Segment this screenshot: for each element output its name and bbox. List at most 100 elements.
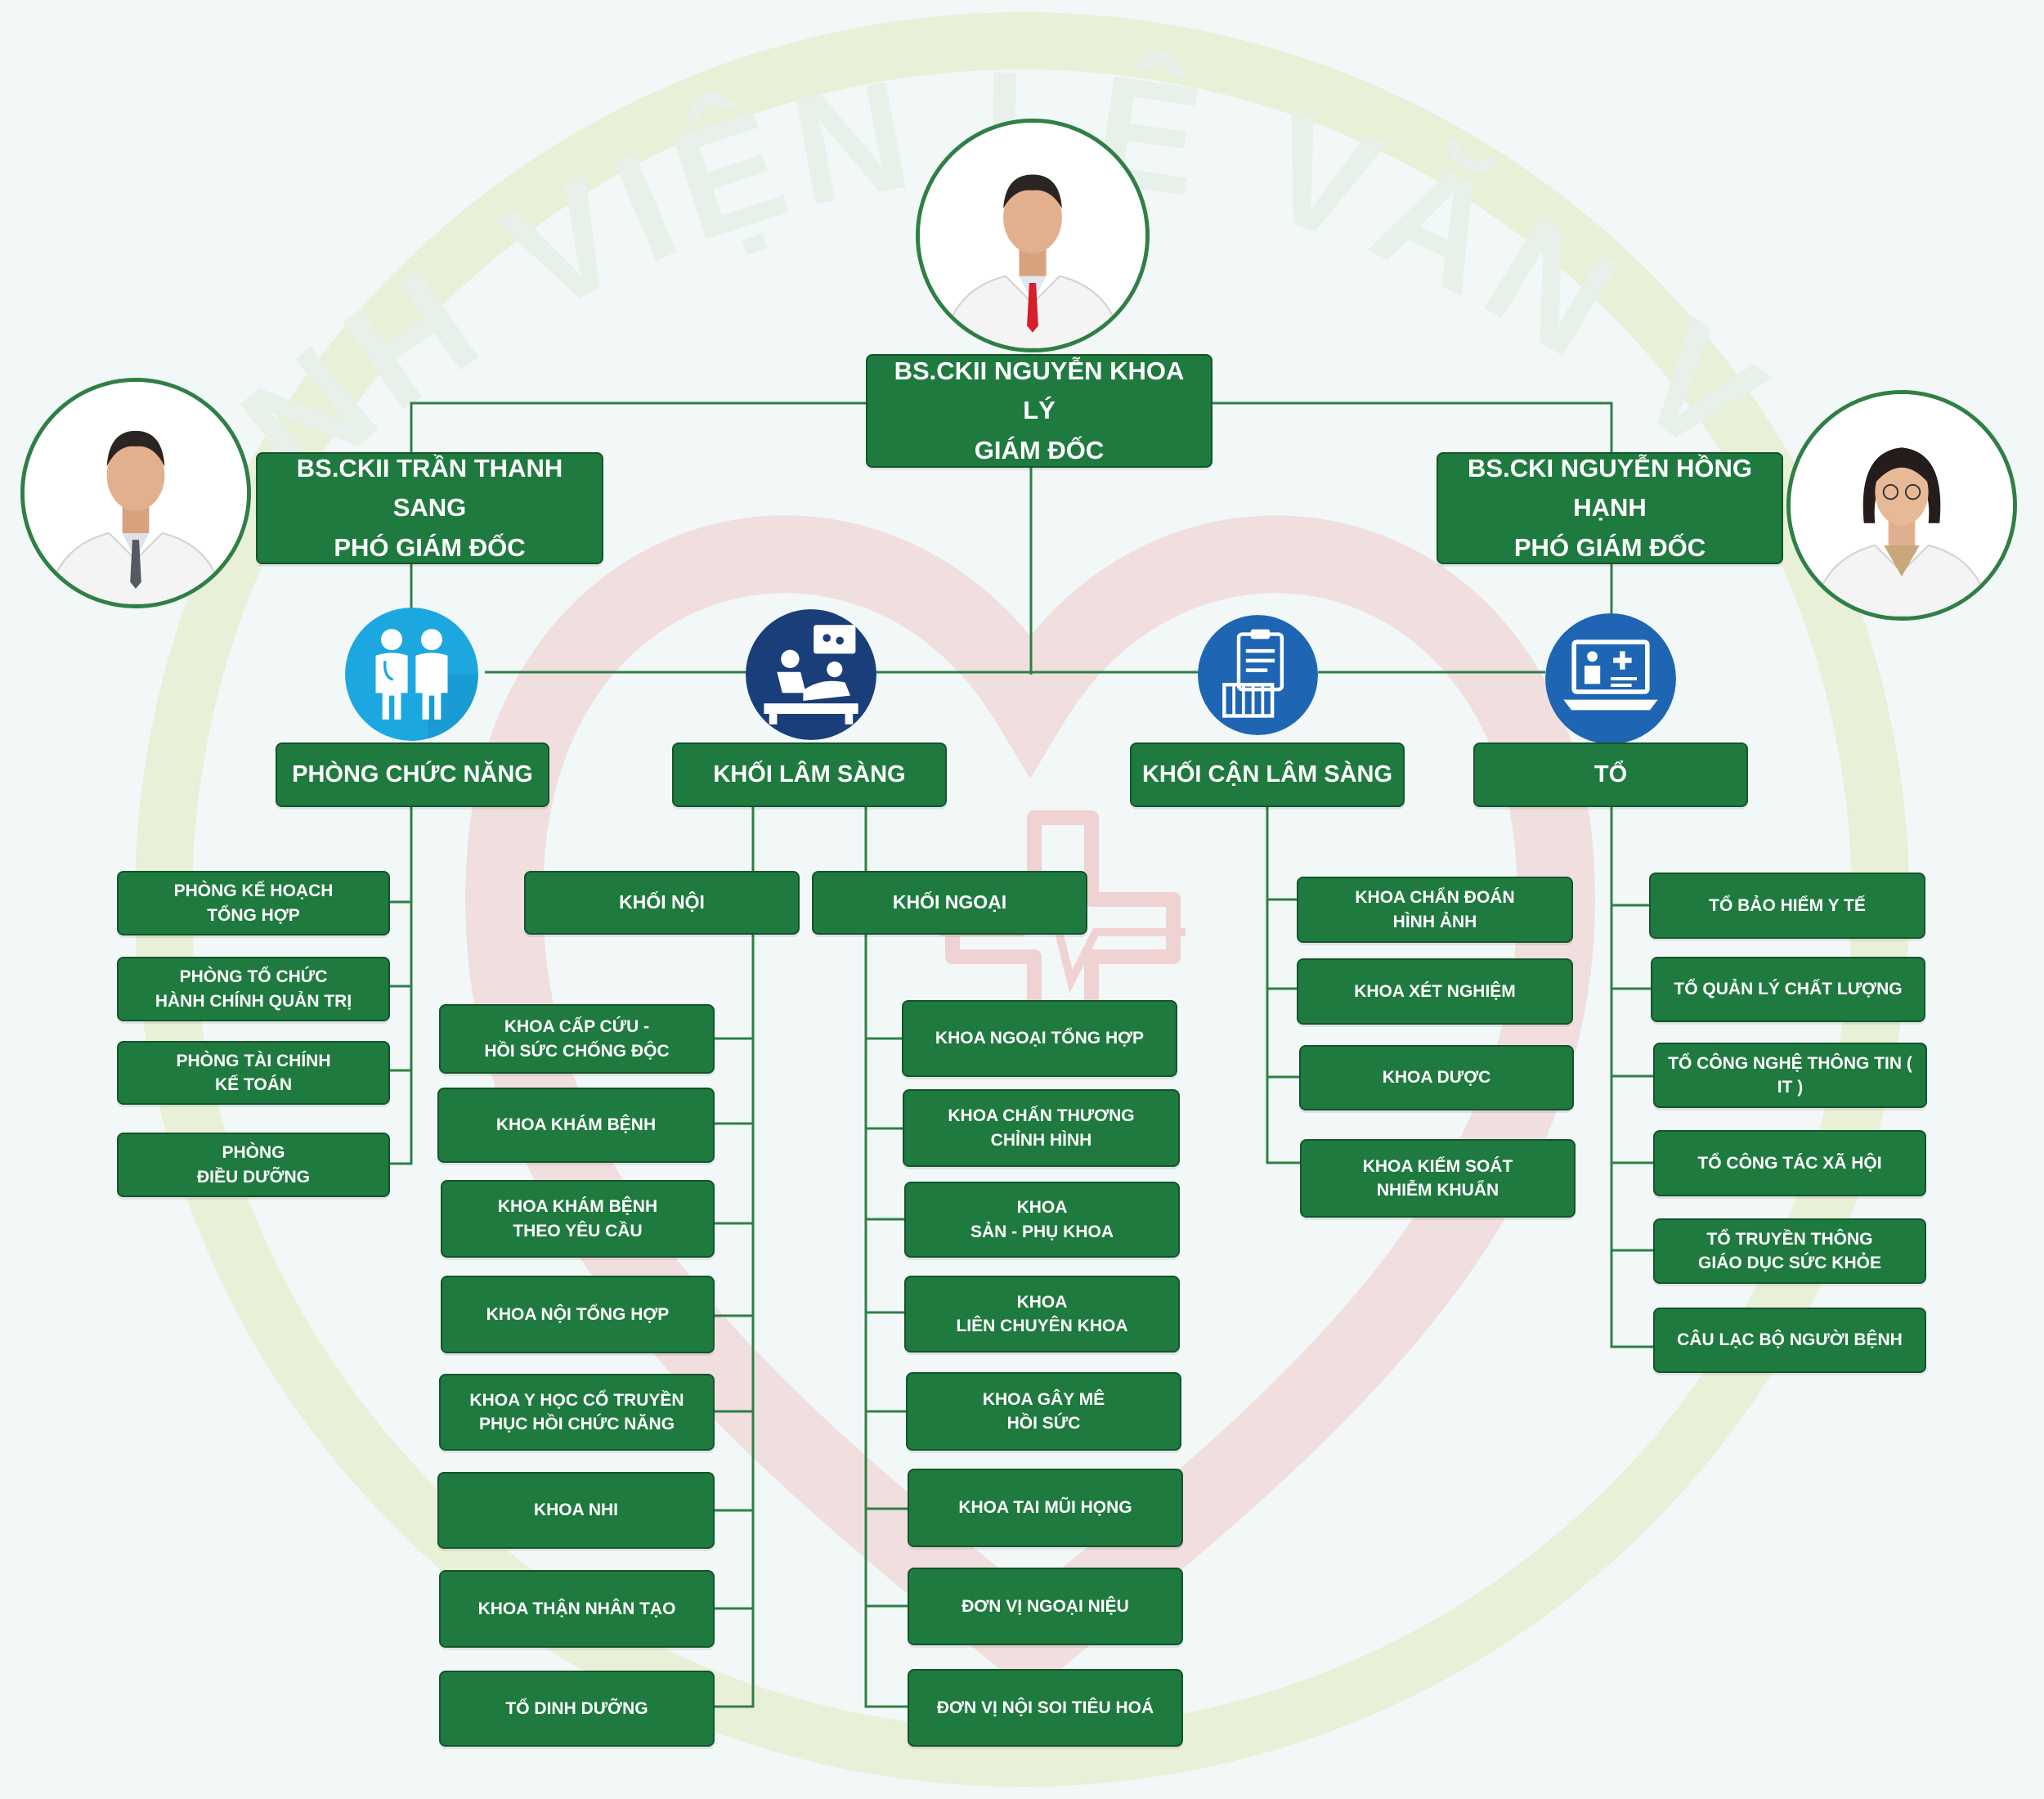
internal-item-label: TỔ DINH DƯỠNG bbox=[505, 1698, 648, 1718]
connector-teams-branches bbox=[1611, 904, 1653, 1252]
surgical-item-label: KHOA CHẤN THƯƠNG CHỈNH HÌNH bbox=[948, 1106, 1135, 1150]
team-item-label: TỔ BẢO HIỂM Y TẾ bbox=[1709, 895, 1866, 915]
internal-item-label: KHOA THẬN NHÂN TẠO bbox=[477, 1599, 676, 1618]
surgical-item: KHOA NGOẠI TỔNG HỢP bbox=[902, 1000, 1177, 1077]
patient-care-icon bbox=[746, 609, 876, 740]
internal-item: KHOA KHÁM BỆNH THEO YÊU CẦU bbox=[441, 1180, 715, 1258]
team-item-label: TỔ CÔNG TÁC XÃ HỘI bbox=[1697, 1153, 1882, 1173]
deputy-left-name: BS.CKII TRẦN THANH SANG bbox=[296, 454, 563, 523]
paraclinical-item-label: KHOA DƯỢC bbox=[1382, 1068, 1491, 1088]
team-item-label: CÂU LẠC BỘ NGƯỜI BỆNH bbox=[1677, 1330, 1903, 1350]
connector-surgical-trunk bbox=[864, 807, 909, 1708]
internal-item: KHOA KHÁM BỆNH bbox=[437, 1088, 715, 1163]
director-box: BS.CKII NGUYỄN KHOA LÝ GIÁM ĐỐC bbox=[866, 354, 1213, 468]
connector-functional-branches bbox=[390, 900, 411, 1072]
connector-director-left bbox=[410, 402, 868, 452]
director-portrait-icon bbox=[920, 123, 1145, 348]
surgical-item-label: KHOA SẢN - PHỤ KHOA bbox=[970, 1198, 1114, 1241]
internal-item: KHOA CẤP CỨU - HỒI SỨC CHỐNG ĐỘC bbox=[439, 1004, 715, 1074]
paraclinical-item-label: KHOA XÉT NGHIỆM bbox=[1354, 981, 1516, 1001]
director-name: BS.CKII NGUYỄN KHOA LÝ bbox=[894, 357, 1185, 425]
connector-director-right bbox=[1212, 402, 1613, 452]
surgical-item-label: KHOA LIÊN CHUYÊN KHOA bbox=[956, 1292, 1128, 1335]
internal-item: KHOA NỘI TỔNG HỢP bbox=[441, 1276, 715, 1353]
functional-item: PHÒNG ĐIỀU DƯỠNG bbox=[117, 1133, 390, 1197]
internal-item: KHOA Y HỌC CỔ TRUYỀN PHỤC HỒI CHỨC NĂNG bbox=[439, 1374, 715, 1451]
team-item: CÂU LẠC BỘ NGƯỜI BỆNH bbox=[1653, 1308, 1926, 1373]
surgical-item-label: ĐƠN VỊ NỘI SOI TIÊU HOÁ bbox=[936, 1698, 1154, 1717]
connector-teams-trunk bbox=[1610, 807, 1653, 1348]
internal-item-label: KHOA CẤP CỨU - HỒI SỨC CHỐNG ĐỘC bbox=[484, 1017, 670, 1061]
team-item: TỔ TRUYỀN THÔNG GIÁO DỤC SỨC KHỎE bbox=[1653, 1218, 1926, 1284]
internal-item-label: KHOA Y HỌC CỔ TRUYỀN PHỤC HỒI CHỨC NĂNG bbox=[469, 1390, 684, 1433]
surgical-item: KHOA TAI MŨI HỌNG bbox=[908, 1469, 1183, 1547]
medical-staff-icon bbox=[345, 608, 478, 741]
surgical-item-label: KHOA TAI MŨI HỌNG bbox=[958, 1498, 1132, 1518]
connector-functional-trunk bbox=[390, 807, 413, 1165]
team-item: TỔ BẢO HIỂM Y TẾ bbox=[1649, 873, 1925, 939]
category-paraclinical-label: KHỐI CẬN LÂM SÀNG bbox=[1141, 761, 1393, 788]
functional-item-label: PHÒNG ĐIỀU DƯỠNG bbox=[196, 1143, 310, 1187]
deputy-left-box: BS.CKII TRẦN THANH SANG PHÓ GIÁM ĐỐC bbox=[256, 452, 603, 564]
connector-internal-trunk bbox=[715, 807, 755, 1708]
group-surgical-label: KHỐI NGOẠI bbox=[892, 891, 1007, 913]
paraclinical-item: KHOA DƯỢC bbox=[1299, 1045, 1574, 1110]
internal-item-label: KHOA KHÁM BỆNH THEO YÊU CẦU bbox=[497, 1197, 658, 1240]
paraclinical-item: KHOA CHẨN ĐOÁN HÌNH ẢNH bbox=[1297, 877, 1573, 943]
group-internal-label: KHỐI NỘI bbox=[619, 891, 705, 913]
group-surgical: KHỐI NGOẠI bbox=[812, 871, 1087, 935]
connector-internal-branches bbox=[715, 1037, 753, 1610]
team-item-label: TỔ CÔNG NGHỆ THÔNG TIN ( IT ) bbox=[1668, 1053, 1912, 1097]
internal-item-label: KHOA NỘI TỔNG HỢP bbox=[486, 1304, 670, 1324]
surgical-item: KHOA CHẤN THƯƠNG CHỈNH HÌNH bbox=[903, 1089, 1180, 1167]
category-functional-label: PHÒNG CHỨC NĂNG bbox=[292, 761, 533, 788]
team-item: TỔ CÔNG NGHỆ THÔNG TIN ( IT ) bbox=[1653, 1043, 1927, 1108]
deputy-left-title: PHÓ GIÁM ĐỐC bbox=[334, 532, 526, 562]
surgical-item: ĐƠN VỊ NGOẠI NIỆU bbox=[908, 1568, 1183, 1645]
group-internal: KHỐI NỘI bbox=[524, 871, 800, 935]
functional-item: PHÒNG KẾ HOẠCH TỔNG HỢP bbox=[117, 871, 390, 935]
functional-item-label: PHÒNG KẾ HOẠCH TỔNG HỢP bbox=[173, 882, 334, 925]
functional-item: PHÒNG TÀI CHÍNH KẾ TOÁN bbox=[117, 1041, 390, 1105]
surgical-item-label: KHOA GÂY MÊ HỒI SỨC bbox=[982, 1389, 1105, 1433]
category-paraclinical: KHỐI CẬN LÂM SÀNG bbox=[1130, 742, 1405, 807]
internal-item-label: KHOA KHÁM BỆNH bbox=[495, 1115, 657, 1135]
paraclinical-item: KHOA XÉT NGHIỆM bbox=[1297, 958, 1573, 1025]
category-teams: TỔ bbox=[1473, 742, 1748, 807]
internal-item: KHOA THẬN NHÂN TẠO bbox=[439, 1570, 715, 1648]
team-item-label: TỔ QUẢN LÝ CHẤT LƯỢNG bbox=[1674, 980, 1903, 999]
internal-item-label: KHOA NHI bbox=[533, 1501, 619, 1520]
surgical-item-label: KHOA NGOẠI TỔNG HỢP bbox=[935, 1029, 1145, 1048]
director-photo bbox=[916, 119, 1150, 352]
paraclinical-item: KHOA KIỂM SOÁT NHIỄM KHUẨN bbox=[1300, 1139, 1576, 1218]
surgical-item-label: ĐƠN VỊ NGOẠI NIỆU bbox=[961, 1596, 1129, 1616]
deputy-right-name: BS.CKI NGUYỄN HỒNG HẠNH bbox=[1468, 454, 1752, 523]
connector-paraclinical-trunk bbox=[1266, 807, 1300, 1164]
lab-clipboard-icon bbox=[1198, 615, 1318, 735]
paraclinical-item-label: KHOA CHẨN ĐOÁN HÌNH ẢNH bbox=[1355, 888, 1515, 931]
deputy-right-box: BS.CKI NGUYỄN HỒNG HẠNH PHÓ GIÁM ĐỐC bbox=[1437, 452, 1783, 564]
surgical-item: ĐƠN VỊ NỘI SOI TIÊU HOÁ bbox=[908, 1669, 1183, 1747]
director-title: GIÁM ĐỐC bbox=[974, 435, 1105, 464]
deputy-left-photo bbox=[20, 378, 251, 608]
surgical-item: KHOA GÂY MÊ HỒI SỨC bbox=[906, 1372, 1181, 1451]
medical-laptop-icon bbox=[1545, 613, 1676, 744]
category-clinical: KHỐI LÂM SÀNG bbox=[672, 742, 947, 807]
connector-paraclinical-branches bbox=[1267, 898, 1299, 1079]
deputy-right-portrait-icon bbox=[1791, 394, 2013, 617]
internal-item: TỔ DINH DƯỠNG bbox=[439, 1671, 715, 1747]
surgical-item: KHOA LIÊN CHUYÊN KHOA bbox=[904, 1276, 1180, 1353]
deputy-right-title: PHÓ GIÁM ĐỐC bbox=[1513, 532, 1706, 562]
internal-item: KHOA NHI bbox=[437, 1472, 715, 1549]
team-item: TỔ QUẢN LÝ CHẤT LƯỢNG bbox=[1651, 957, 1925, 1022]
deputy-left-portrait-icon bbox=[25, 382, 247, 604]
connector-surgical-branches bbox=[866, 1037, 909, 1608]
category-functional: PHÒNG CHỨC NĂNG bbox=[276, 742, 549, 807]
functional-item-label: PHÒNG TÀI CHÍNH KẾ TOÁN bbox=[176, 1051, 331, 1094]
team-item-label: TỔ TRUYỀN THÔNG GIÁO DỤC SỨC KHỎE bbox=[1698, 1229, 1881, 1272]
surgical-item: KHOA SẢN - PHỤ KHOA bbox=[904, 1182, 1180, 1258]
deputy-right-photo bbox=[1786, 390, 2017, 621]
category-clinical-label: KHỐI LÂM SÀNG bbox=[713, 761, 906, 788]
category-teams-label: TỔ bbox=[1594, 761, 1628, 788]
